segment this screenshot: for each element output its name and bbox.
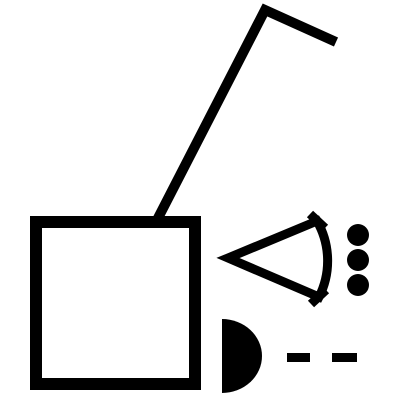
dot-middle bbox=[347, 249, 369, 271]
bent-arm-line bbox=[152, 3, 339, 223]
triangle-fan-tick-bottom bbox=[307, 286, 330, 308]
dash-left bbox=[287, 353, 310, 362]
square-box bbox=[30, 216, 201, 390]
triangle-fan-tick-top bbox=[306, 210, 329, 232]
dash-marks bbox=[287, 353, 357, 362]
dot-column bbox=[347, 224, 369, 296]
dash-right bbox=[332, 353, 357, 362]
triangle-fan bbox=[216, 210, 333, 308]
dot-top bbox=[347, 224, 369, 246]
triangle-fan-outline bbox=[216, 215, 333, 303]
half-disc bbox=[222, 319, 262, 393]
dot-bottom bbox=[347, 274, 369, 296]
